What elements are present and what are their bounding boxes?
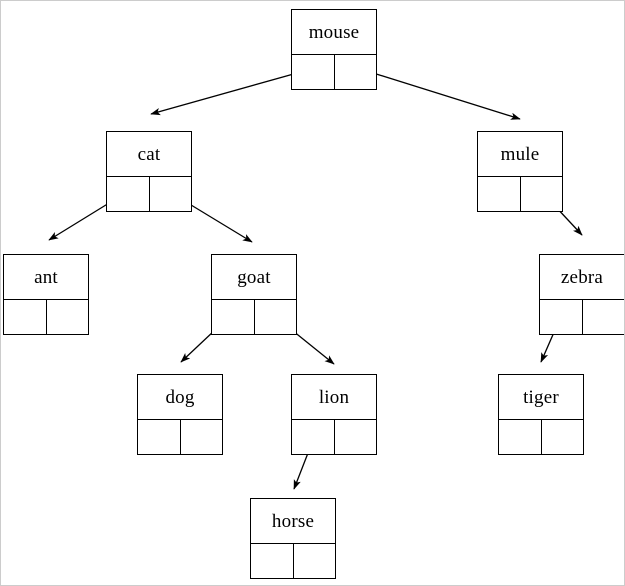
node-label-mule: mule <box>478 132 562 177</box>
node-label-zebra: zebra <box>540 255 624 300</box>
node-left-pointer-goat[interactable] <box>212 300 255 334</box>
node-left-pointer-lion[interactable] <box>292 420 335 454</box>
tree-node-dog[interactable]: dog <box>137 374 223 455</box>
node-left-pointer-mouse[interactable] <box>292 55 335 89</box>
tree-node-zebra[interactable]: zebra <box>539 254 624 335</box>
node-label-lion: lion <box>292 375 376 420</box>
node-left-pointer-horse[interactable] <box>251 544 294 578</box>
node-left-pointer-tiger[interactable] <box>499 420 542 454</box>
node-right-pointer-tiger[interactable] <box>542 420 584 454</box>
node-pointers-mouse <box>292 55 376 89</box>
node-label-goat: goat <box>212 255 296 300</box>
node-left-pointer-mule[interactable] <box>478 177 521 211</box>
node-pointers-cat <box>107 177 191 211</box>
node-right-pointer-lion[interactable] <box>335 420 377 454</box>
node-right-pointer-horse[interactable] <box>294 544 336 578</box>
tree-node-cat[interactable]: cat <box>106 131 192 212</box>
tree-node-mouse[interactable]: mouse <box>291 9 377 90</box>
tree-node-goat[interactable]: goat <box>211 254 297 335</box>
node-label-ant: ant <box>4 255 88 300</box>
node-label-horse: horse <box>251 499 335 544</box>
tree-node-tiger[interactable]: tiger <box>498 374 584 455</box>
node-pointers-dog <box>138 420 222 454</box>
node-pointers-zebra <box>540 300 624 334</box>
node-label-tiger: tiger <box>499 375 583 420</box>
node-label-mouse: mouse <box>292 10 376 55</box>
node-pointers-mule <box>478 177 562 211</box>
node-pointers-goat <box>212 300 296 334</box>
node-pointers-tiger <box>499 420 583 454</box>
tree-node-ant[interactable]: ant <box>3 254 89 335</box>
tree-edge-mouse-right-to-mule <box>353 66 521 120</box>
node-pointers-ant <box>4 300 88 334</box>
node-pointers-horse <box>251 544 335 578</box>
node-left-pointer-dog[interactable] <box>138 420 181 454</box>
node-label-dog: dog <box>138 375 222 420</box>
node-left-pointer-ant[interactable] <box>4 300 47 334</box>
node-right-pointer-ant[interactable] <box>47 300 89 334</box>
tree-node-horse[interactable]: horse <box>250 498 336 579</box>
node-right-pointer-mule[interactable] <box>521 177 563 211</box>
tree-node-mule[interactable]: mule <box>477 131 563 212</box>
node-right-pointer-cat[interactable] <box>150 177 192 211</box>
node-label-cat: cat <box>107 132 191 177</box>
node-pointers-lion <box>292 420 376 454</box>
node-right-pointer-goat[interactable] <box>255 300 297 334</box>
node-right-pointer-mouse[interactable] <box>335 55 377 89</box>
node-right-pointer-zebra[interactable] <box>583 300 625 334</box>
tree-node-lion[interactable]: lion <box>291 374 377 455</box>
node-left-pointer-cat[interactable] <box>107 177 150 211</box>
node-right-pointer-dog[interactable] <box>181 420 223 454</box>
node-left-pointer-zebra[interactable] <box>540 300 583 334</box>
